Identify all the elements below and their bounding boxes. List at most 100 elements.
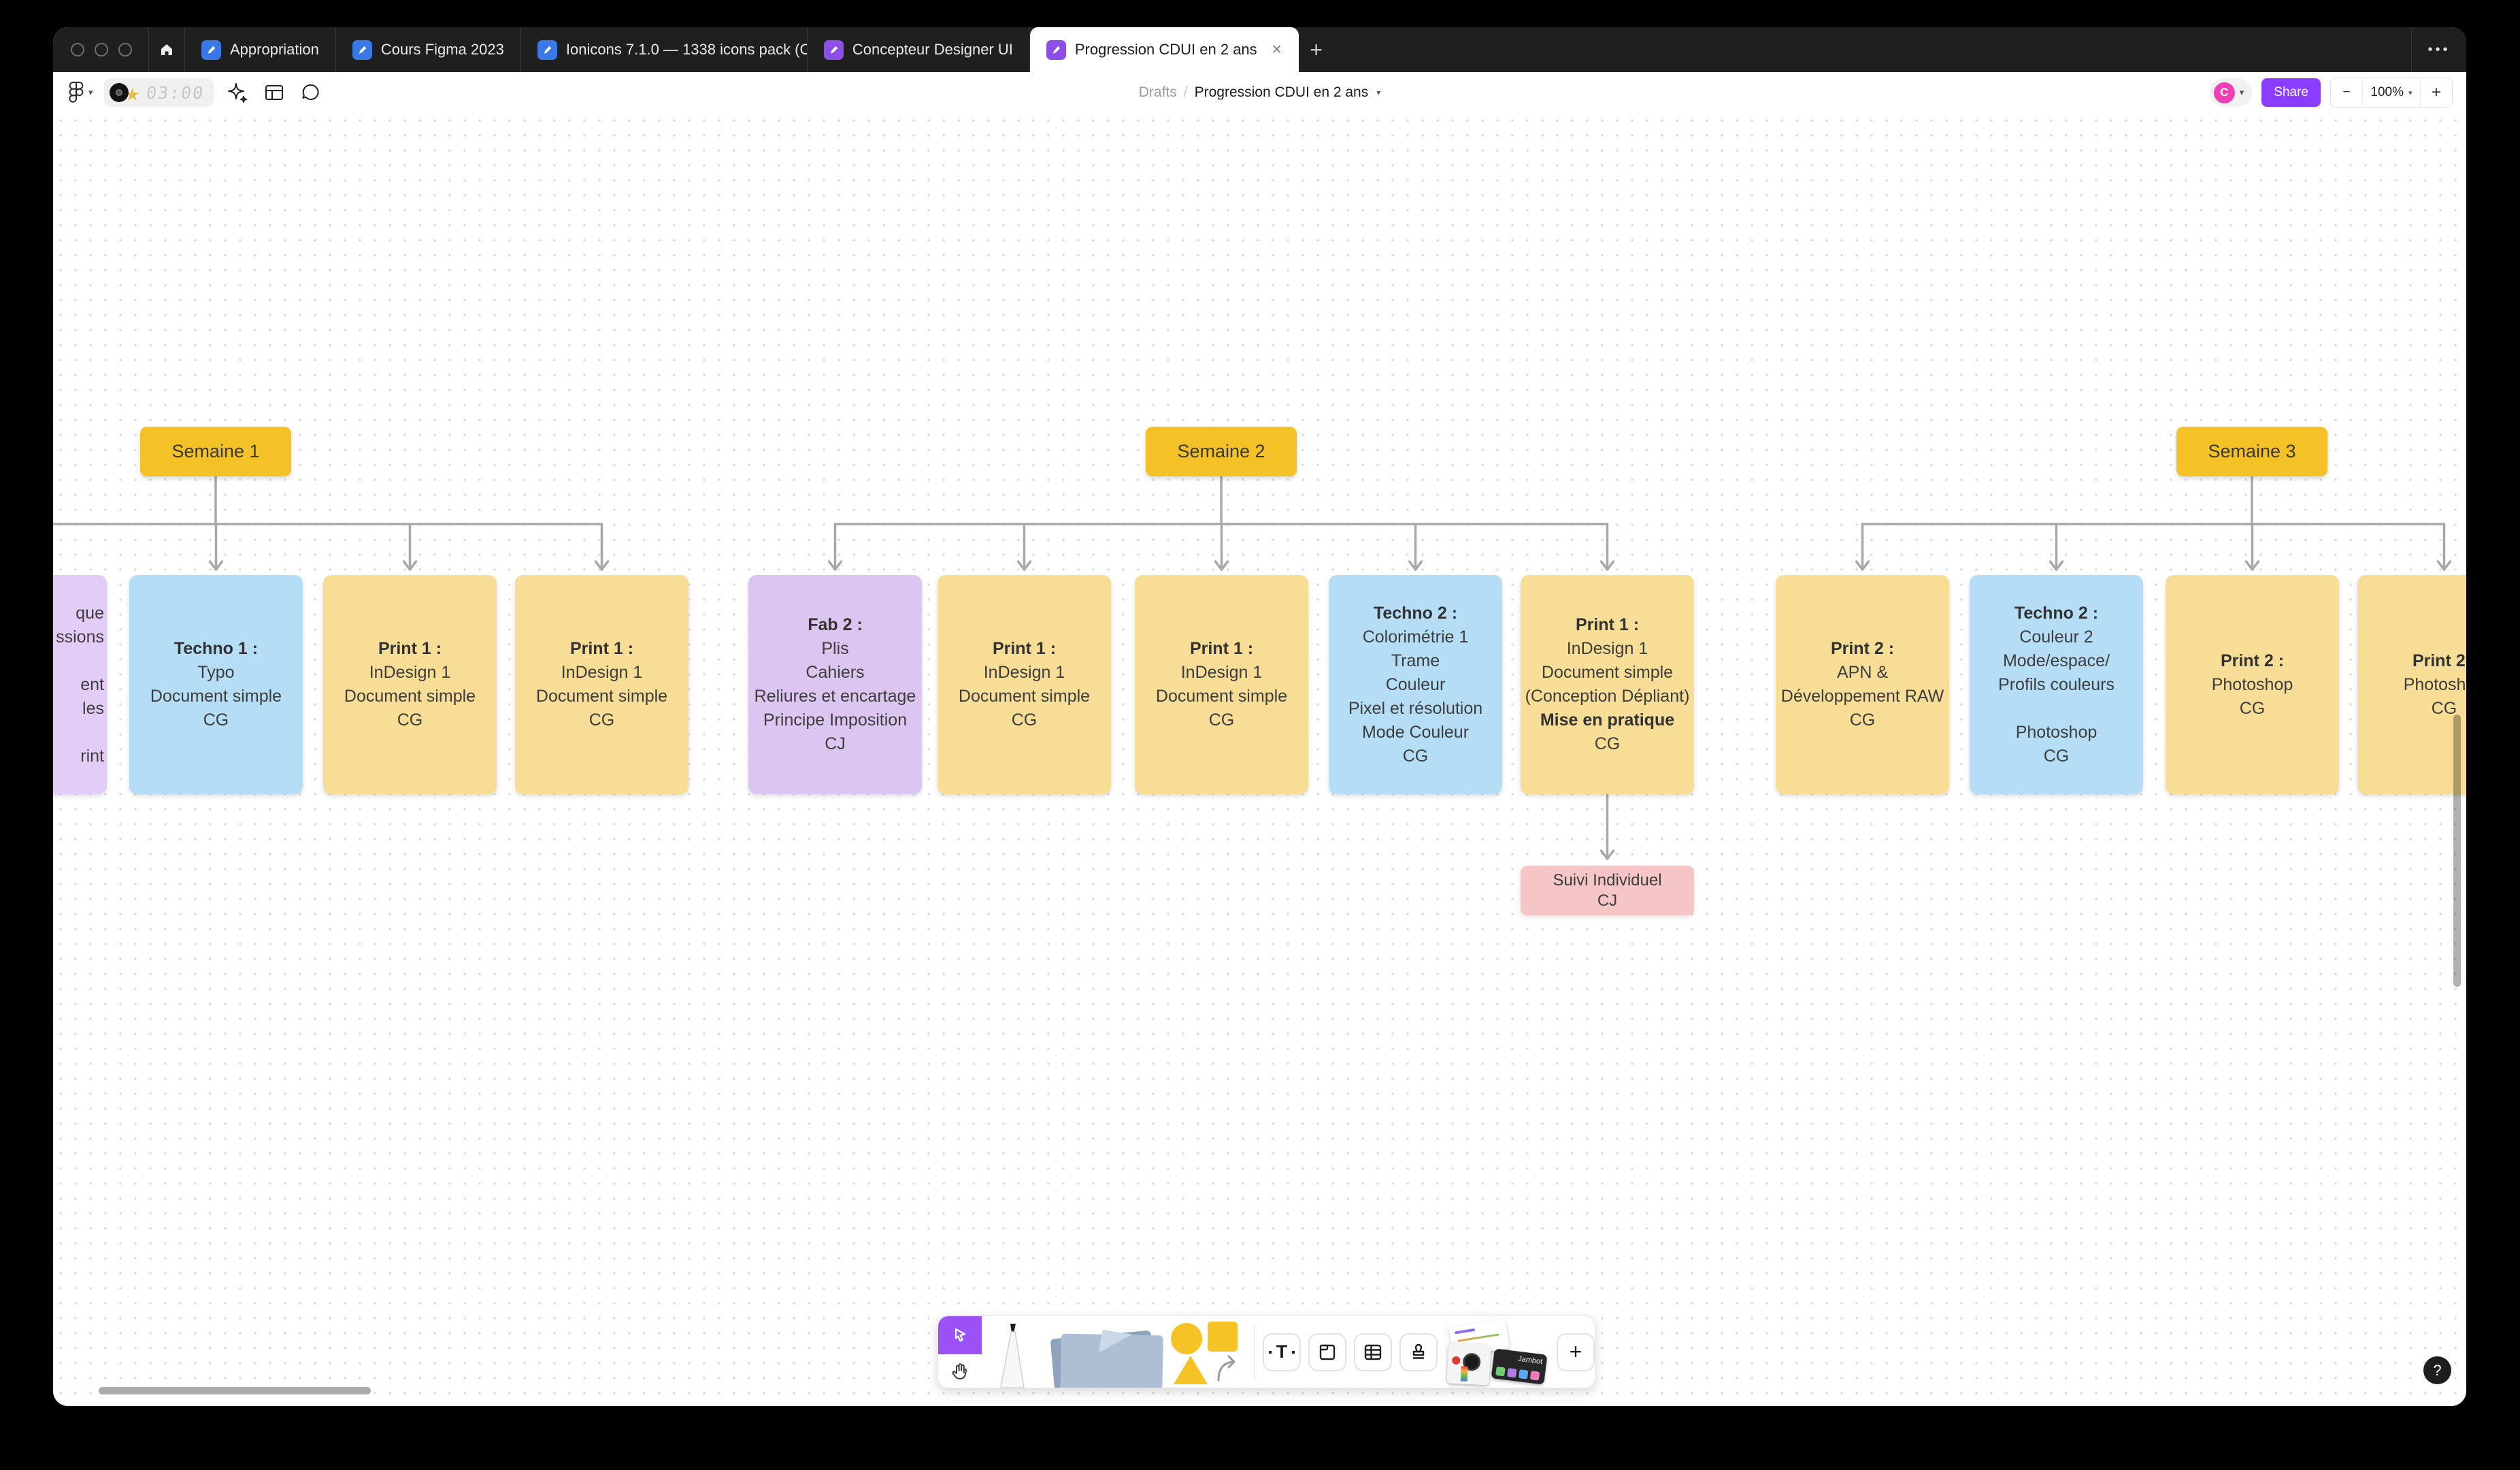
- tab-overflow-button[interactable]: •••: [2411, 27, 2466, 72]
- week-header-shape[interactable]: Semaine 1: [140, 427, 291, 476]
- note-line: Pixel et résolution: [1348, 698, 1483, 718]
- vertical-scrollbar[interactable]: [2453, 715, 2461, 987]
- note-line: Couleur: [1385, 674, 1446, 694]
- home-button[interactable]: [148, 27, 185, 72]
- note-line: rint: [80, 746, 104, 766]
- toolbar-divider: [1254, 1323, 1255, 1381]
- browser-window: Appropriation Cours Figma 2023 Ionicons 7.…: [53, 27, 2466, 1406]
- week-header-shape[interactable]: Semaine 2: [1146, 427, 1297, 476]
- file-title[interactable]: Progression CDUI en 2 ans: [1194, 84, 1369, 100]
- horizontal-scrollbar[interactable]: [99, 1387, 371, 1394]
- add-tool-button[interactable]: +: [1557, 1333, 1595, 1371]
- note-line: Print 1 :: [1575, 615, 1640, 634]
- text-tool-button[interactable]: T: [1263, 1333, 1301, 1371]
- table-tool-button[interactable]: [1354, 1333, 1392, 1371]
- note-line: InDesign 1: [1566, 639, 1648, 658]
- select-tool-button[interactable]: [938, 1316, 982, 1354]
- home-icon: [159, 42, 175, 58]
- note-line: Document simple: [958, 687, 1091, 706]
- note-line: InDesign 1: [983, 663, 1065, 682]
- note-line: Document simple: [344, 687, 476, 706]
- note-line: Print 1 :: [992, 639, 1057, 658]
- chevron-down-icon[interactable]: ▾: [1376, 88, 1381, 97]
- ai-sparkle-button[interactable]: [225, 80, 250, 105]
- connector-arrow-icon: [1213, 1353, 1240, 1382]
- new-tab-button[interactable]: +: [1310, 37, 1323, 62]
- hand-tool-button[interactable]: [938, 1354, 982, 1388]
- browser-tab[interactable]: Progression CDUI en 2 ans✕: [1029, 27, 1299, 72]
- window-zoom-button[interactable]: [118, 43, 132, 56]
- toolbar-left-group: ▾ ★ 03:00: [68, 78, 324, 107]
- window-close-button[interactable]: [71, 43, 84, 56]
- widgets-button[interactable]: Jambot: [1446, 1316, 1548, 1388]
- note-line: Suivi Individuel: [1553, 870, 1662, 889]
- note-line: Print 1 :: [378, 639, 442, 658]
- note-line: Print 2 :: [2412, 651, 2466, 670]
- browser-tab[interactable]: Appropriation: [185, 27, 336, 72]
- stamp-tool-button[interactable]: [1399, 1333, 1438, 1371]
- zoom-level-dropdown[interactable]: 100% ▾: [2363, 78, 2420, 107]
- comment-button[interactable]: [298, 80, 324, 105]
- browser-tab[interactable]: Concepteur Designer UI: [808, 27, 1030, 72]
- section-tool-button[interactable]: [1308, 1333, 1346, 1371]
- note-line: CG: [1011, 710, 1038, 730]
- breadcrumb-drafts-link[interactable]: Drafts: [1138, 84, 1177, 100]
- camera-widget-thumbnail: [1446, 1342, 1491, 1386]
- help-button[interactable]: ?: [2423, 1356, 2451, 1384]
- templates-button[interactable]: [261, 80, 287, 105]
- note-line: Photoshop: [2015, 722, 2098, 742]
- note-line: les: [82, 698, 104, 718]
- sticky-note-tool[interactable]: [1043, 1316, 1165, 1388]
- browser-tab[interactable]: Cours Figma 2023: [336, 27, 521, 72]
- note-line: CJ: [825, 734, 846, 753]
- note-line: Mise en pratique: [1540, 710, 1675, 730]
- music-timer-widget[interactable]: ★ 03:00: [103, 78, 214, 107]
- note-line: Print 2 :: [2220, 651, 2285, 670]
- chevron-down-icon: ▾: [2239, 87, 2244, 97]
- figma-logo-icon: [68, 81, 84, 104]
- note-line: Trame: [1391, 651, 1440, 670]
- toolbar-right-group: C ▾ Share − 100% ▾ +: [2209, 72, 2453, 113]
- tab-label: Cours Figma 2023: [380, 41, 504, 58]
- browser-tab[interactable]: Ionicons 7.1.0 — 1338 icons pack (C: [521, 27, 808, 72]
- square-shape-icon: [1208, 1322, 1238, 1352]
- note-line: CG: [1849, 710, 1876, 730]
- share-button[interactable]: Share: [2261, 78, 2321, 107]
- zoom-out-button[interactable]: −: [2331, 78, 2363, 107]
- note-line: CG: [397, 710, 423, 730]
- marker-tool[interactable]: [982, 1316, 1043, 1388]
- shape-tool[interactable]: [1165, 1316, 1254, 1388]
- note-line: Profils couleurs: [1998, 674, 2115, 694]
- figma-file-icon: [352, 39, 372, 60]
- window-minimize-button[interactable]: [95, 43, 108, 56]
- tab-close-icon[interactable]: ✕: [1271, 42, 1282, 57]
- main-menu-button[interactable]: ▾: [68, 81, 93, 104]
- week-header-shape[interactable]: Semaine 3: [2176, 427, 2327, 476]
- note-line: Document simple: [150, 687, 282, 706]
- tab-strip: Appropriation Cours Figma 2023 Ionicons 7.…: [185, 27, 1299, 72]
- note-line: Print 1 :: [1189, 639, 1254, 658]
- note-line: CG: [1594, 734, 1621, 753]
- note-line: CJ: [1597, 891, 1618, 910]
- pointer-tools: [938, 1316, 982, 1388]
- figma-file-icon: [1046, 39, 1066, 60]
- account-menu[interactable]: C ▾: [2209, 78, 2253, 107]
- note-line: [1970, 697, 2143, 721]
- zoom-in-button[interactable]: +: [2420, 78, 2452, 107]
- triangle-shape-icon: [1174, 1356, 1208, 1384]
